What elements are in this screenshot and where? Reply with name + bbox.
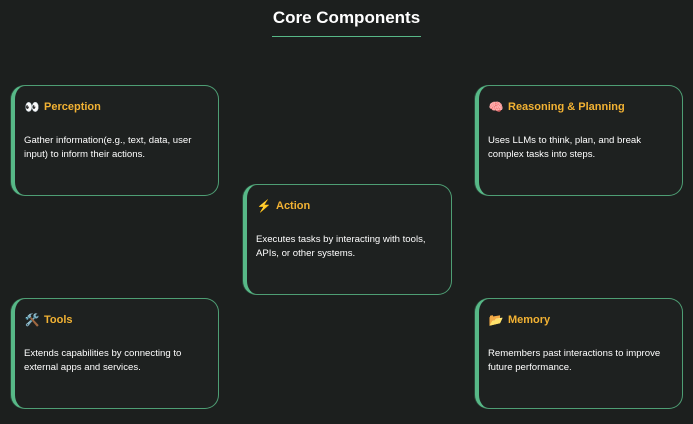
reasoning-title: Reasoning & Planning	[508, 101, 625, 113]
action-card: ⚡ Action Executes tasks by interacting w…	[243, 184, 452, 295]
page-title: Core Components	[272, 8, 421, 27]
perception-description: Gather information(e.g., text, data, use…	[24, 135, 192, 160]
memory-card: 📂 Memory Remembers past interactions to …	[475, 298, 683, 409]
tools-description: Extends capabilities by connecting to ex…	[24, 348, 182, 373]
lightning-icon: ⚡	[256, 199, 272, 213]
tools-card: 🛠️ Tools Extends capabilities by connect…	[11, 298, 219, 409]
tools-title: Tools	[44, 314, 73, 326]
perception-title: Perception	[44, 101, 101, 113]
action-description: Executes tasks by interacting with tools…	[256, 234, 426, 259]
memory-title: Memory	[508, 314, 551, 326]
memory-description: Remembers past interactions to improve f…	[488, 348, 661, 373]
brain-icon: 🧠	[488, 100, 504, 114]
eyes-icon: 👀	[24, 100, 40, 114]
perception-card: 👀 Perception Gather information(e.g., te…	[11, 85, 219, 196]
folder-icon: 📂	[488, 313, 504, 327]
reasoning-card: 🧠 Reasoning & Planning Uses LLMs to thin…	[475, 85, 683, 196]
reasoning-description: Uses LLMs to think, plan, and break comp…	[488, 135, 642, 160]
action-title: Action	[276, 200, 311, 212]
tools-icon: 🛠️	[24, 313, 40, 327]
title-underline	[272, 36, 421, 37]
